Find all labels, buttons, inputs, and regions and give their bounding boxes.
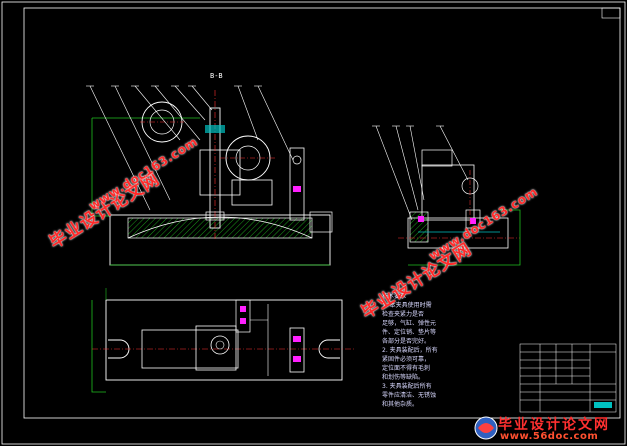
note-line: 1. 本夹具使用时需 [382, 302, 432, 309]
callouts-side [372, 125, 469, 221]
site-logo-icon [474, 416, 498, 440]
footer-site-name: 毕业设计论文网 [498, 417, 610, 433]
note-line: 定位面不得有毛刺 [382, 365, 431, 372]
note-line: 检查夹紧力是否 [382, 311, 425, 318]
title-block [519, 343, 617, 413]
footer-site-url: www.56doc.com [500, 431, 599, 442]
drawing-frame [23, 7, 621, 419]
technical-notes: 技术要求 1. 本夹具使用时需 检查夹紧力是否 足够，气缸、弹性元 件、定位销、垫… [382, 292, 474, 409]
note-line: 和划伤等缺陷。 [382, 374, 425, 381]
frame-corner-tag [601, 7, 621, 19]
note-line: 零件应清洁、无锈蚀 [382, 392, 437, 399]
top-view [91, 288, 356, 393]
note-line: 各部分是否完好。 [382, 338, 431, 345]
note-line: 3. 夹具装配后所有 [382, 383, 432, 390]
note-line: 紧固件必须可靠， [382, 356, 431, 363]
note-line: 足够，气缸、弹性元 [382, 320, 437, 327]
front-view [91, 90, 333, 266]
note-line: 件、定位销、垫片等 [382, 329, 437, 336]
note-line: 技术要求 [382, 293, 407, 300]
note-line: 2. 夹具装配后，所有 [382, 347, 438, 354]
section-label: B-B [210, 72, 223, 80]
side-view [398, 149, 521, 266]
note-line: 和其他杂质。 [382, 401, 419, 408]
callouts-main [86, 85, 294, 211]
